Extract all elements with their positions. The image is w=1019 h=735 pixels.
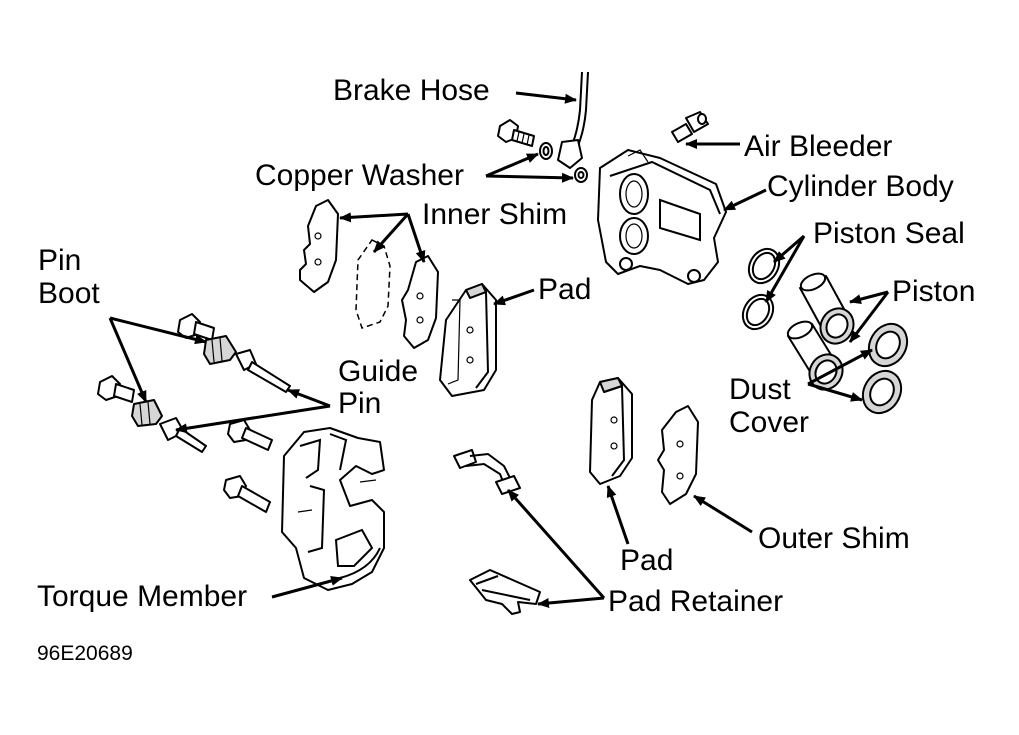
cylinder-body-part: [597, 149, 727, 285]
pad-upper-part: [439, 283, 497, 397]
piston-seal-part-1: [747, 247, 781, 285]
pin-boot-part-2: [131, 399, 163, 427]
label-brake-hose: Brake Hose: [333, 74, 490, 107]
guide-pin-part-1: [235, 349, 291, 393]
label-piston: Piston: [892, 275, 975, 308]
air-bleeder-part: [671, 111, 709, 143]
label-guide-pin-line2: Pin: [338, 387, 381, 420]
pin-boot-part-1: [203, 335, 237, 365]
anti-squeal-plate-part: [355, 239, 391, 329]
brake-hose-part: [557, 71, 589, 169]
label-guide-pin-line1: Guide: [338, 355, 418, 388]
pad-lower-part: [589, 377, 633, 485]
inner-shim-part-2: [401, 255, 439, 349]
union-bolt-part: [497, 119, 535, 147]
dust-cover-part-2: [861, 369, 903, 415]
bolt-part-3: [227, 419, 273, 451]
bolt-part-4: [223, 475, 271, 513]
bolt-part-2: [97, 375, 135, 403]
copper-washer-part-1: [539, 142, 553, 160]
pad-retainer-part-2: [469, 569, 541, 615]
label-air-bleeder: Air Bleeder: [744, 130, 892, 163]
label-cylinder-body: Cylinder Body: [767, 170, 954, 203]
label-copper-washer: Copper Washer: [255, 159, 464, 192]
label-pad-retainer: Pad Retainer: [608, 585, 783, 618]
inner-shim-part-1: [299, 199, 339, 293]
label-pad-upper: Pad: [538, 273, 591, 306]
label-pin-boot-line1: Pin: [38, 244, 81, 277]
label-dust-cover-line1: Dust: [729, 373, 791, 406]
pad-retainer-part-1: [453, 449, 521, 495]
label-inner-shim: Inner Shim: [422, 198, 567, 231]
figure-code: 96E20689: [37, 642, 133, 665]
label-dust-cover-line2: Cover: [729, 406, 809, 439]
guide-pin-part-2: [159, 417, 207, 453]
outer-shim-part: [657, 405, 699, 505]
piston-part-1: [799, 272, 855, 345]
piston-seal-part-2: [741, 293, 775, 331]
leader-lines: [108, 91, 890, 608]
dust-cover-part-1: [867, 322, 909, 368]
label-torque-member: Torque Member: [37, 580, 247, 613]
torque-member-part: [281, 427, 385, 591]
copper-washer-part-2: [574, 167, 588, 183]
label-piston-seal: Piston Seal: [813, 217, 965, 250]
label-outer-shim: Outer Shim: [758, 522, 910, 555]
label-pad-lower: Pad: [620, 544, 673, 577]
label-pin-boot-line2: Boot: [38, 277, 100, 310]
